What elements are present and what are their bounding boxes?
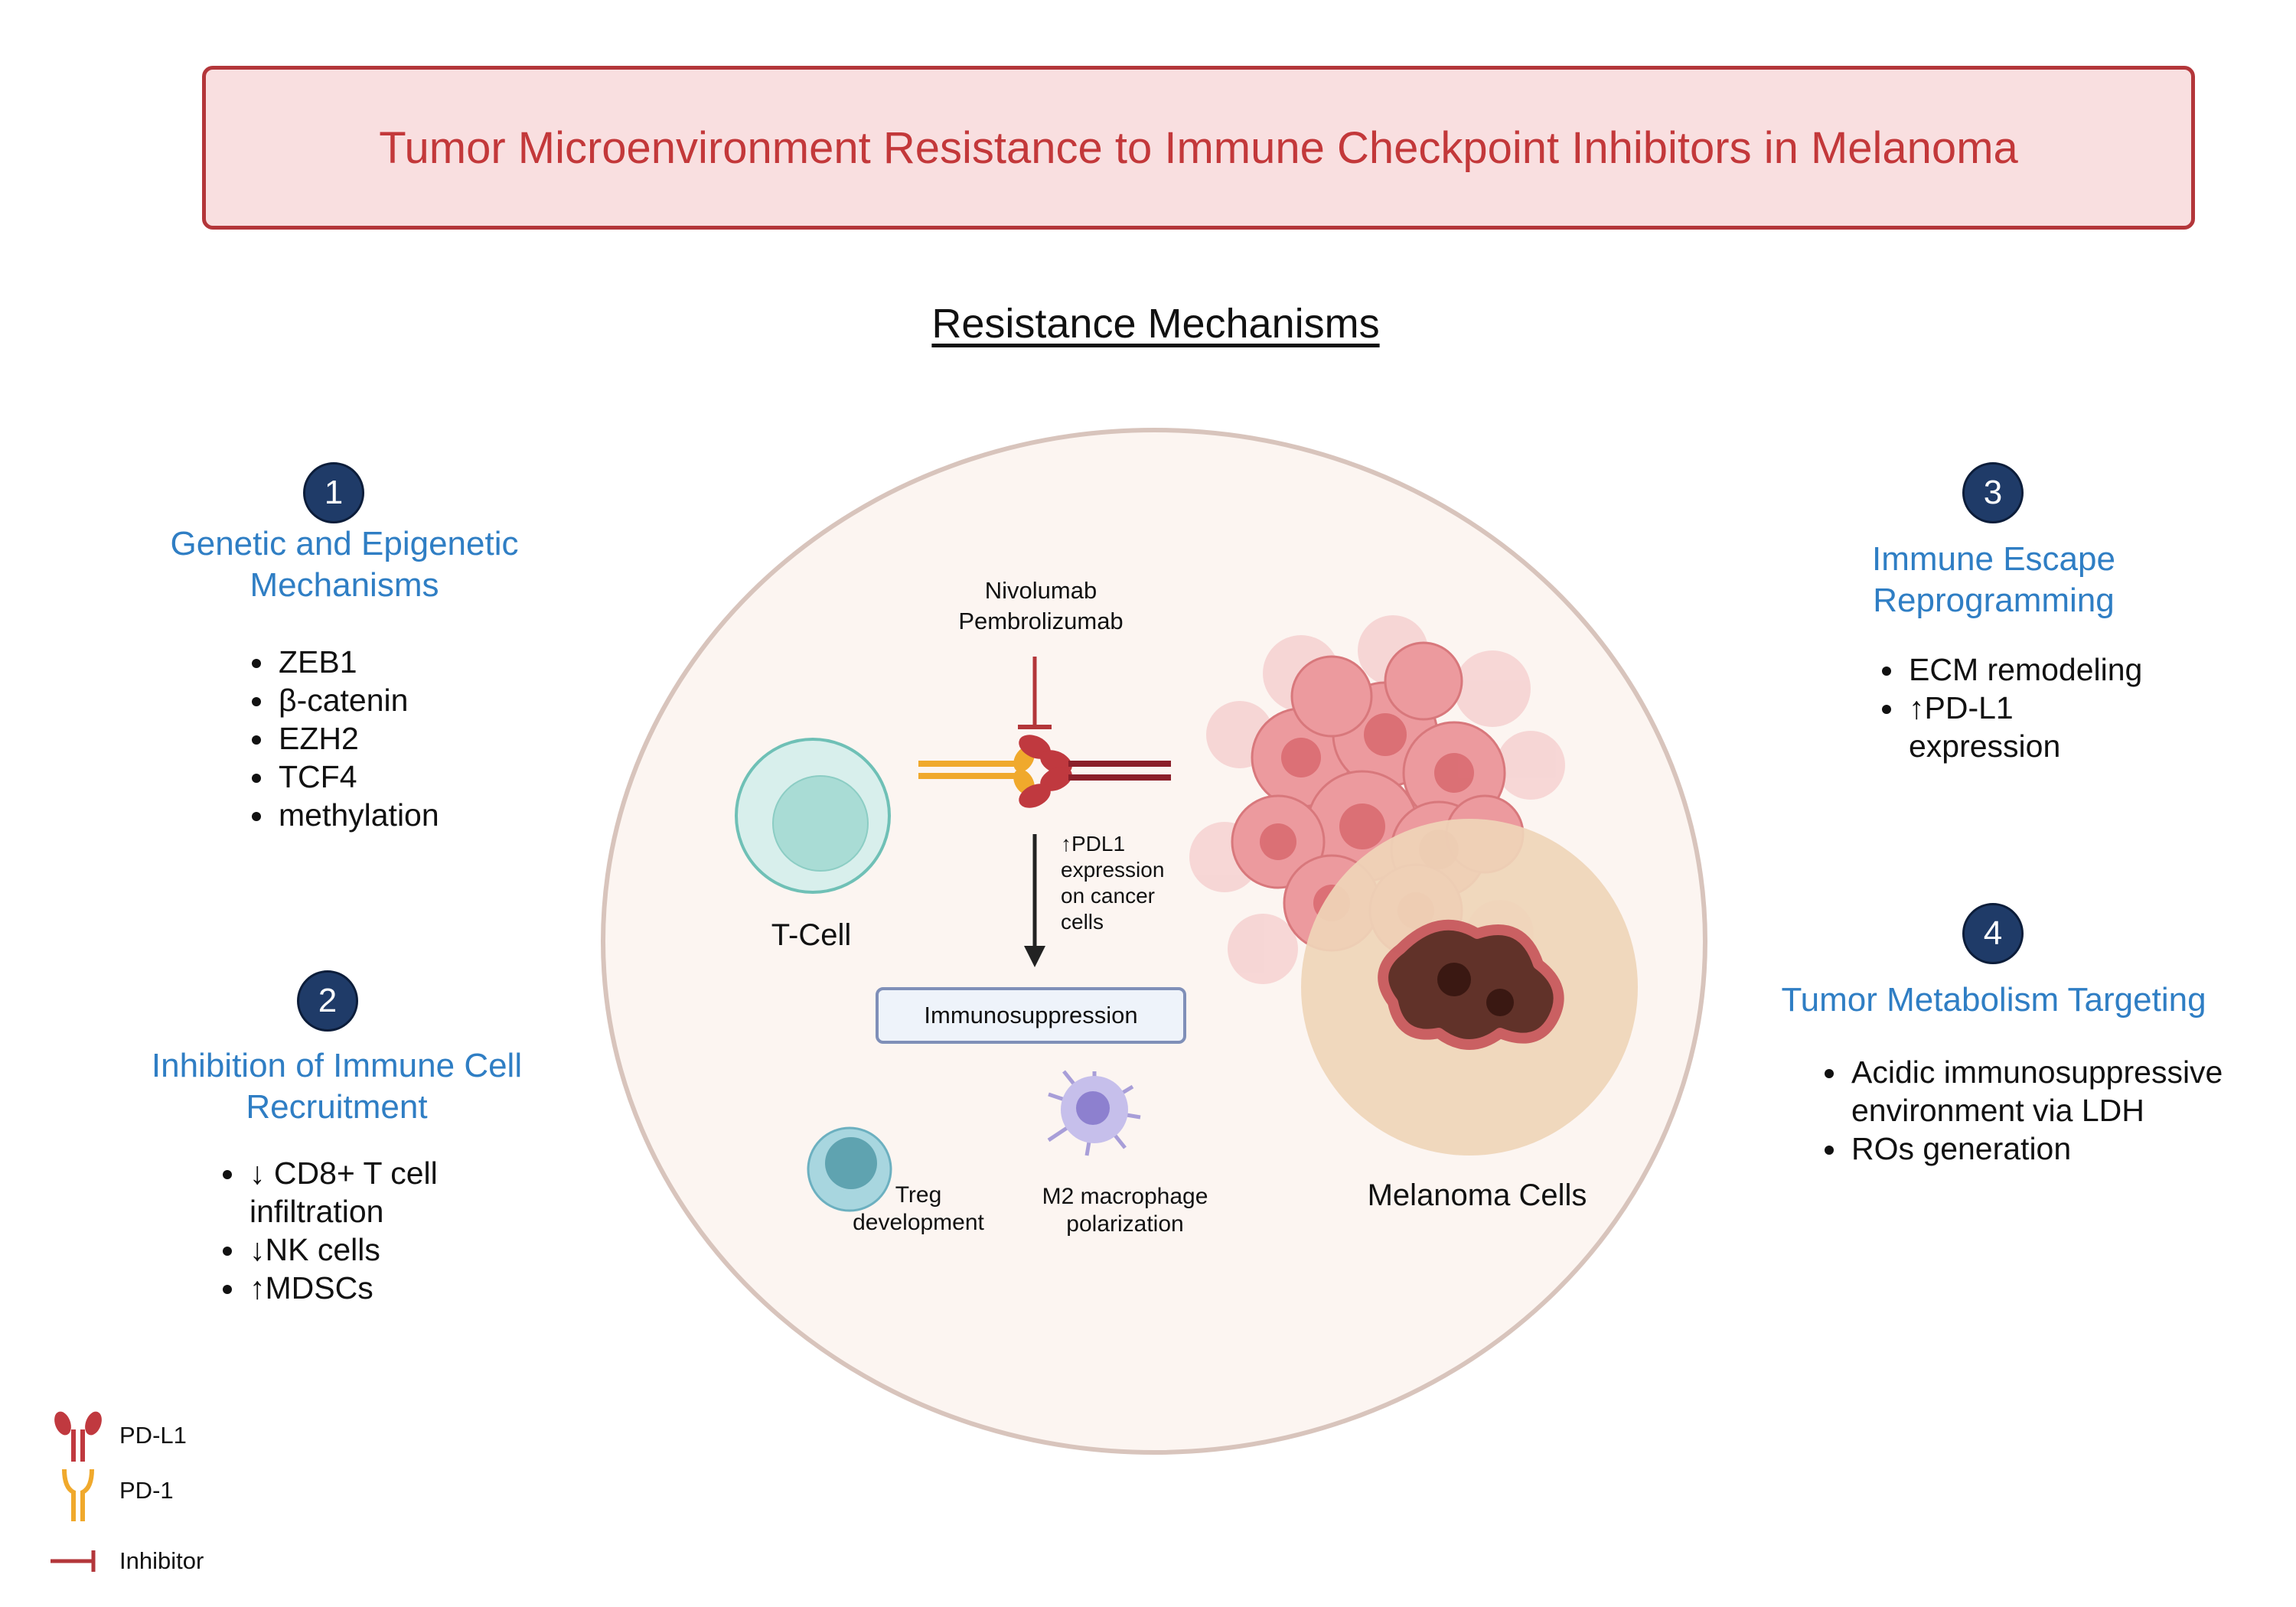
section-2-title-line: Recruitment bbox=[246, 1088, 428, 1126]
section-4-title-line: Tumor Metabolism Targeting bbox=[1781, 981, 2206, 1019]
drug-labels: Nivolumab Pembrolizumab bbox=[926, 575, 1156, 637]
macrophage-label-line: polarization bbox=[1066, 1211, 1184, 1237]
immunosuppression-box: Immunosuppression bbox=[876, 987, 1186, 1044]
list-item: ↑MDSCs bbox=[246, 1269, 553, 1307]
list-item: Acidic immunosuppressive environment via… bbox=[1848, 1053, 2265, 1129]
drug-label: Nivolumab bbox=[984, 577, 1097, 604]
section-1-title-line: Genetic and Epigenetic bbox=[170, 525, 519, 562]
pd-l1-icon bbox=[54, 1411, 102, 1462]
section-4-title: Tumor Metabolism Targeting bbox=[1753, 980, 2235, 1021]
section-1-title-line: Mechanisms bbox=[249, 566, 439, 604]
section-3-title: Immune Escape Reprogramming bbox=[1791, 539, 2197, 621]
list-item: EZH2 bbox=[276, 719, 551, 758]
macrophage-label-line: M2 macrophage bbox=[1042, 1184, 1208, 1209]
section-3-list: ECM remodeling ↑PD-L1 expression bbox=[1860, 650, 2235, 765]
section-4-number: 4 bbox=[1962, 903, 2024, 964]
legend-pd-1-label: PD-1 bbox=[119, 1477, 174, 1504]
note-line: cells bbox=[1061, 910, 1104, 934]
legend-pd-l1-label: PD-L1 bbox=[119, 1422, 187, 1449]
list-item: ZEB1 bbox=[276, 643, 551, 681]
treg-label-line: Treg bbox=[895, 1182, 942, 1208]
melanoma-label: Melanoma Cells bbox=[1367, 1178, 1587, 1212]
t-cell-label: T-Cell bbox=[771, 918, 852, 952]
inhibitor-icon bbox=[51, 1550, 96, 1572]
note-line: ↑PDL1 bbox=[1061, 832, 1126, 856]
immunosuppression-label: Immunosuppression bbox=[924, 1002, 1138, 1028]
section-2-title: Inhibition of Immune Cell Recruitment bbox=[122, 1045, 551, 1128]
section-2-title-line: Inhibition of Immune Cell bbox=[151, 1047, 523, 1084]
note-line: on cancer bbox=[1061, 884, 1155, 908]
section-3-number: 3 bbox=[1962, 462, 2024, 523]
section-1-list: ZEB1 β-catenin EZH2 TCF4 methylation bbox=[230, 643, 551, 834]
pd-l1-receptor-icon bbox=[1019, 735, 1171, 808]
list-item: ↓NK cells bbox=[246, 1231, 553, 1269]
treg-label: Treg development bbox=[819, 1182, 1018, 1237]
list-item: ↓ CD8+ T cell infiltration bbox=[246, 1154, 553, 1231]
section-2-number: 2 bbox=[297, 970, 358, 1032]
m2-macrophage-icon bbox=[1047, 1070, 1141, 1156]
section-3-title-line: Reprogramming bbox=[1873, 582, 2115, 619]
section-3-title-line: Immune Escape bbox=[1872, 540, 2115, 578]
title-banner: Tumor Microenvironment Resistance to Imm… bbox=[202, 66, 2195, 230]
pdl1-expression-note: ↑PDL1 expression on cancer cells bbox=[1061, 831, 1199, 935]
drug-label: Pembrolizumab bbox=[958, 608, 1124, 634]
section-1-title: Genetic and Epigenetic Mechanisms bbox=[130, 523, 559, 606]
note-line: expression bbox=[1061, 858, 1165, 882]
pd-1-icon bbox=[62, 1468, 94, 1521]
macrophage-label: M2 macrophage polarization bbox=[1018, 1183, 1232, 1238]
diagram-subtitle: Resistance Mechanisms bbox=[931, 301, 1380, 347]
list-item: ROs generation bbox=[1848, 1129, 2296, 1168]
list-item: methylation bbox=[276, 796, 551, 834]
page-title: Tumor Microenvironment Resistance to Imm… bbox=[379, 122, 2018, 173]
down-arrow bbox=[1024, 834, 1045, 967]
list-item: ECM remodeling bbox=[1906, 650, 2235, 689]
list-item: TCF4 bbox=[276, 758, 551, 796]
treg-cell-icon bbox=[807, 1126, 892, 1212]
inhibitor-arrow bbox=[1018, 657, 1052, 729]
section-1-number: 1 bbox=[303, 462, 364, 523]
melanoma-cells-icon bbox=[1301, 819, 1638, 1156]
t-cell-icon bbox=[735, 738, 891, 894]
treg-label-line: development bbox=[853, 1210, 984, 1235]
section-2-list: ↓ CD8+ T cell infiltration ↓NK cells ↑MD… bbox=[201, 1154, 553, 1307]
section-4-list: Acidic immunosuppressive environment via… bbox=[1802, 1053, 2296, 1168]
list-item: β-catenin bbox=[276, 681, 551, 719]
legend-inhibitor-label: Inhibitor bbox=[119, 1547, 204, 1574]
list-item: ↑PD-L1 expression bbox=[1906, 689, 2085, 765]
